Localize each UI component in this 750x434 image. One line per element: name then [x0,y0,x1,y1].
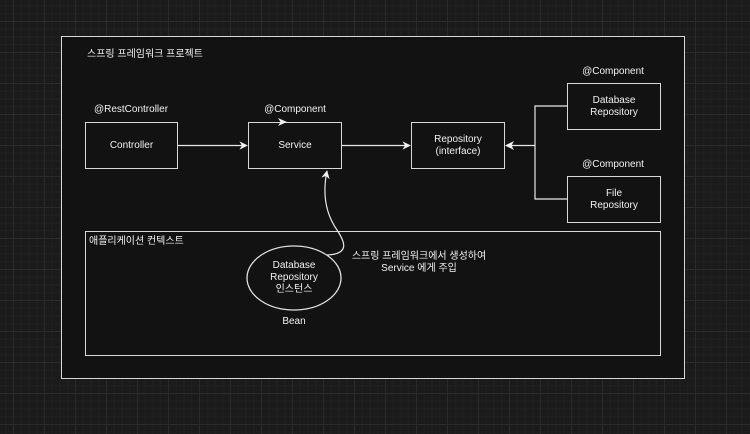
bean-instance-label: Database Repository 인스턴스 [270,260,318,295]
injection-note: 스프링 프레임워크에서 생성하여 Service 에게 주입 [351,251,487,274]
service-box[interactable]: Service [248,122,342,169]
repository-interface-box[interactable]: Repository (interface) [411,122,505,169]
file-repository-annotation: @Component [582,159,644,170]
controller-box[interactable]: Controller [85,122,178,169]
bean-label: Bean [282,316,306,327]
database-repository-annotation: @Component [582,66,644,77]
database-repository-box[interactable]: Database Repository [567,83,661,130]
application-context-title: 애플리케이션 컨텍스트 [89,236,184,247]
application-context-frame [85,231,661,356]
project-title: 스프링 프레임워크 프로젝트 [87,49,203,60]
controller-annotation: @RestController [93,104,169,115]
service-annotation: @Component [264,104,326,115]
file-repository-box[interactable]: File Repository [567,176,661,223]
